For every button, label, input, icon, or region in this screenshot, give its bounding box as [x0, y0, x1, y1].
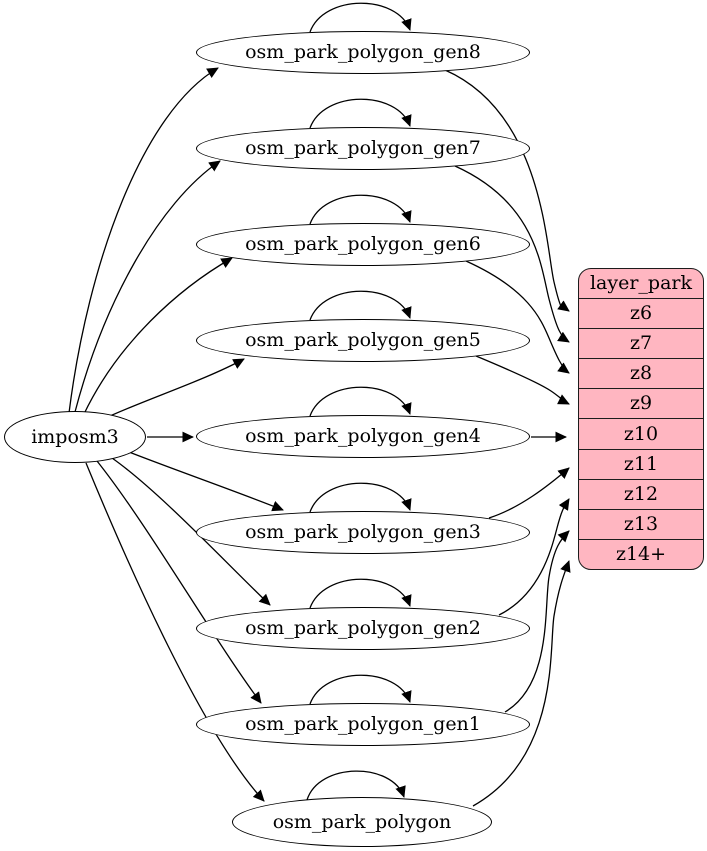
self-loop-osm_park_polygon_gen8: [309, 2, 412, 33]
node-label: osm_park_polygon: [272, 810, 452, 833]
edge-osm_park_polygon_gen5-to-z9: [475, 355, 570, 405]
layer-park-row-z13: z13: [579, 508, 703, 539]
self-loop-osm_park_polygon_gen5: [309, 290, 412, 321]
layer-park-row-z11: z11: [579, 448, 703, 479]
node-label: osm_park_polygon_gen4: [245, 424, 481, 447]
edge-osm_park_polygon_gen2-to-z12: [498, 498, 570, 616]
edge-imposm3-to-osm_park_polygon_gen1: [96, 460, 262, 704]
edge-imposm3-to-osm_park_polygon_gen8: [68, 67, 219, 414]
node-osm_park_polygon: osm_park_polygon: [232, 797, 492, 847]
node-imposm3: imposm3: [4, 411, 146, 463]
layer-park-row-z10: z10: [579, 418, 703, 448]
layer-park-row-z14plus: z14+: [579, 538, 703, 569]
node-imposm3-label: imposm3: [31, 425, 119, 448]
layer-park-row-z7: z7: [579, 328, 703, 358]
layer-park-row-z9: z9: [579, 388, 703, 418]
layer-park-header: layer_park: [589, 272, 693, 295]
edge-imposm3-to-osm_park_polygon_gen6: [83, 257, 233, 415]
node-label: osm_park_polygon_gen3: [245, 520, 481, 543]
layer-park-row-z6: z6: [579, 298, 703, 328]
edge-osm_park_polygon-to-z14plus: [472, 560, 571, 807]
node-label: osm_park_polygon_gen6: [245, 232, 481, 255]
node-osm_park_polygon_gen6: osm_park_polygon_gen6: [196, 222, 530, 266]
edge-imposm3-to-osm_park_polygon_gen3: [128, 451, 284, 512]
node-label: osm_park_polygon_gen7: [245, 136, 481, 159]
edge-imposm3-to-osm_park_polygon_gen5: [109, 358, 245, 417]
edge-osm_park_polygon_gen8-to-z6: [444, 69, 570, 312]
edge-imposm3-to-osm_park_polygon: [85, 462, 265, 802]
edge-osm_park_polygon_gen6-to-z8: [465, 260, 570, 374]
self-loop-osm_park_polygon_gen1: [309, 674, 412, 705]
node-label: osm_park_polygon_gen8: [245, 40, 481, 63]
self-loop-osm_park_polygon_gen2: [309, 578, 412, 609]
edge-osm_park_polygon_gen3-to-z11: [488, 467, 570, 519]
node-osm_park_polygon_gen2: osm_park_polygon_gen2: [196, 606, 530, 650]
edge-osm_park_polygon_gen7-to-z7: [454, 165, 570, 343]
node-osm_park_polygon_gen7: osm_park_polygon_gen7: [196, 126, 530, 170]
node-osm_park_polygon_gen4: osm_park_polygon_gen4: [196, 414, 530, 458]
self-loop-osm_park_polygon_gen7: [309, 98, 412, 129]
self-loop-osm_park_polygon_gen4: [309, 386, 412, 417]
layer-park-row-z12: z12: [579, 478, 703, 509]
node-osm_park_polygon_gen8: osm_park_polygon_gen8: [196, 30, 530, 74]
edge-imposm3-to-osm_park_polygon_gen2: [111, 457, 271, 606]
edge-osm_park_polygon_gen1-to-z13: [504, 530, 570, 713]
node-layer_park: layer_park z6 z7 z8 z9 z10 z11 z12 z13 z…: [578, 268, 704, 570]
layer-park-row-z8: z8: [579, 358, 703, 388]
node-osm_park_polygon_gen3: osm_park_polygon_gen3: [196, 510, 530, 554]
self-loop-osm_park_polygon_gen3: [309, 482, 412, 513]
node-osm_park_polygon_gen5: osm_park_polygon_gen5: [196, 318, 530, 362]
node-osm_park_polygon_gen1: osm_park_polygon_gen1: [196, 702, 530, 746]
edge-imposm3-to-osm_park_polygon_gen7: [74, 160, 221, 413]
node-label: osm_park_polygon_gen2: [245, 616, 481, 639]
self-loop-osm_park_polygon: [306, 770, 406, 801]
self-loop-osm_park_polygon_gen6: [309, 194, 412, 225]
node-label: osm_park_polygon_gen1: [245, 712, 481, 735]
node-label: osm_park_polygon_gen5: [245, 328, 481, 351]
